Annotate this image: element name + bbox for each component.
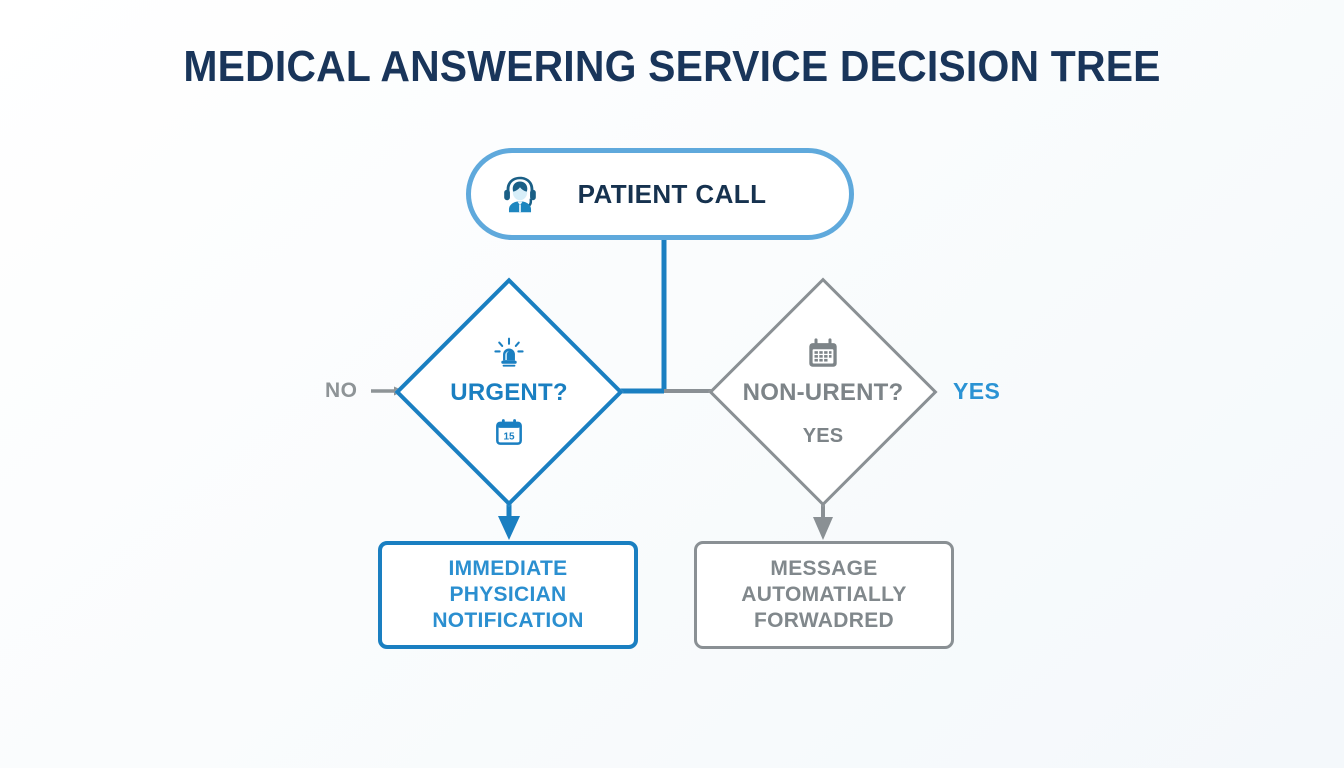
result-right-line-2: AUTOMATIALLY (741, 583, 907, 606)
svg-text:15: 15 (503, 432, 515, 443)
node-urgent-label: URGENT? (450, 379, 568, 406)
result-left-line-1: IMMEDIATE (448, 557, 568, 580)
calendar-icon (809, 337, 837, 367)
result-right-line-3: FORWADRED (754, 609, 894, 632)
calendar-icon: 15 (496, 419, 522, 445)
node-patient-call-label: PATIENT CALL (577, 178, 767, 209)
page-title: MEDICAL ANSWERING SERVICE DECISION TREE (183, 42, 1161, 91)
node-patient-call[interactable]: PATIENT CALL (466, 148, 854, 240)
result-left-line-2: PHYSICIAN (449, 583, 567, 606)
result-left-text: IMMEDIATE PHYSICIAN NOTIFICATION (432, 556, 583, 634)
node-urgent-content: URGENT? 15 (394, 277, 624, 507)
node-nonurgent-sublabel: YES (802, 424, 844, 447)
node-nonurgent-label: NON-URENT? (742, 378, 904, 406)
node-nonurgent-content: NON-URENT? YES (708, 277, 938, 507)
result-right-line-1: MESSAGE (770, 557, 878, 580)
node-urgent-decision[interactable]: URGENT? 15 (394, 277, 624, 507)
node-message-forwarded[interactable]: MESSAGE AUTOMATIALLY FORWADRED (694, 541, 954, 649)
node-immediate-physician-notification[interactable]: IMMEDIATE PHYSICIAN NOTIFICATION (378, 541, 638, 649)
arrowhead-urgent (498, 516, 520, 540)
result-left-line-3: NOTIFICATION (432, 609, 584, 632)
arrowhead-nonurgent (813, 517, 833, 540)
edge-label-yes: YES (953, 378, 1001, 404)
node-nonurgent-decision[interactable]: NON-URENT? YES (708, 277, 938, 507)
siren-alarm-icon (494, 337, 524, 367)
headset-agent-icon (504, 176, 536, 213)
result-right-text: MESSAGE AUTOMATIALLY FORWADRED (741, 556, 906, 634)
edge-label-no: NO (325, 379, 358, 402)
